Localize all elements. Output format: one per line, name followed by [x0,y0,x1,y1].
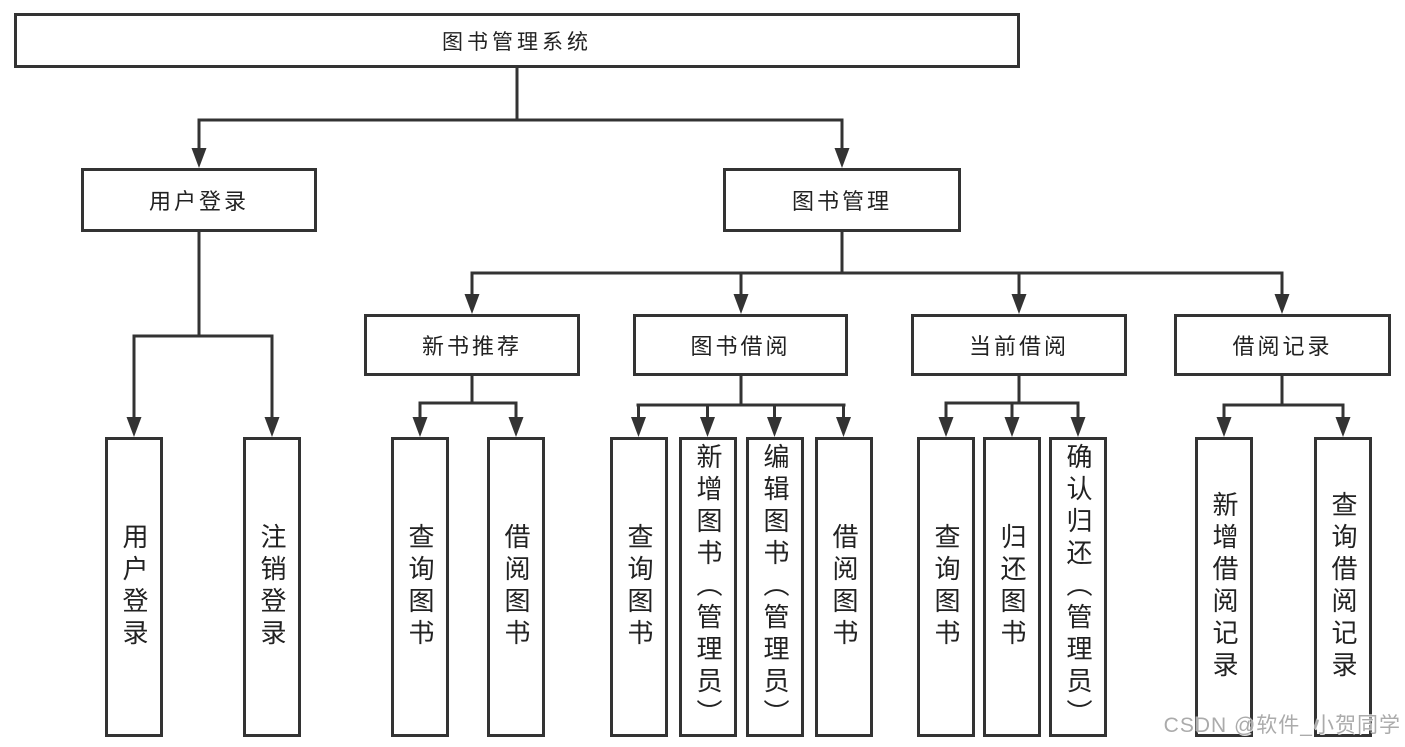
leaf-borrow-books: 借阅图书 [815,437,873,737]
leaf-label: 借阅图书 [501,523,531,651]
node-user-login: 用户登录 [81,168,317,232]
node-book-management: 图书管理 [723,168,961,232]
node-label: 图书管理系统 [442,30,592,54]
arrowheads [126,148,1351,437]
leaf-label: 查询借阅记录 [1328,491,1358,683]
leaf-confirm-return-admin: 确认归还（管理员） [1049,437,1107,737]
leaf-query-borrow-record: 查询借阅记录 [1314,437,1372,737]
leaf-borrow-books-recommend: 借阅图书 [487,437,545,737]
node-current-borrow: 当前借阅 [911,314,1127,376]
node-label: 当前借阅 [968,334,1069,359]
leaf-edit-books-admin: 编辑图书（管理员） [746,437,804,737]
node-label: 图书借阅 [690,334,791,359]
node-book-borrow: 图书借阅 [633,314,848,376]
node-label: 图书管理 [791,189,892,214]
leaf-label: 编辑图书（管理员） [760,443,790,731]
node-new-book-recommend: 新书推荐 [364,314,580,376]
leaf-label: 查询图书 [624,523,654,651]
node-label: 用户登录 [148,189,249,214]
leaf-label: 借阅图书 [829,523,859,651]
leaf-label: 查询图书 [405,523,435,651]
leaf-label: 用户登录 [119,523,149,651]
leaf-query-books-current: 查询图书 [917,437,975,737]
leaf-logout: 注销登录 [243,437,301,737]
leaf-label: 确认归还（管理员） [1063,443,1093,731]
leaf-query-books-recommend: 查询图书 [391,437,449,737]
node-label: 新书推荐 [421,334,522,359]
leaf-label: 查询图书 [931,523,961,651]
leaf-add-borrow-record: 新增借阅记录 [1195,437,1253,737]
leaf-add-books-admin: 新增图书（管理员） [679,437,737,737]
leaf-label: 归还图书 [997,523,1027,651]
leaf-user-login: 用户登录 [105,437,163,737]
leaf-return-books: 归还图书 [983,437,1041,737]
node-borrow-records: 借阅记录 [1174,314,1391,376]
csdn-watermark: CSDN @软件_小贺同学 [1163,714,1401,737]
leaf-label: 新增图书（管理员） [693,443,723,731]
node-label: 借阅记录 [1232,334,1333,359]
leaf-label: 新增借阅记录 [1209,491,1239,683]
leaf-query-books-borrow: 查询图书 [610,437,668,737]
node-library-management-system: 图书管理系统 [14,13,1020,68]
leaf-label: 注销登录 [257,523,287,651]
